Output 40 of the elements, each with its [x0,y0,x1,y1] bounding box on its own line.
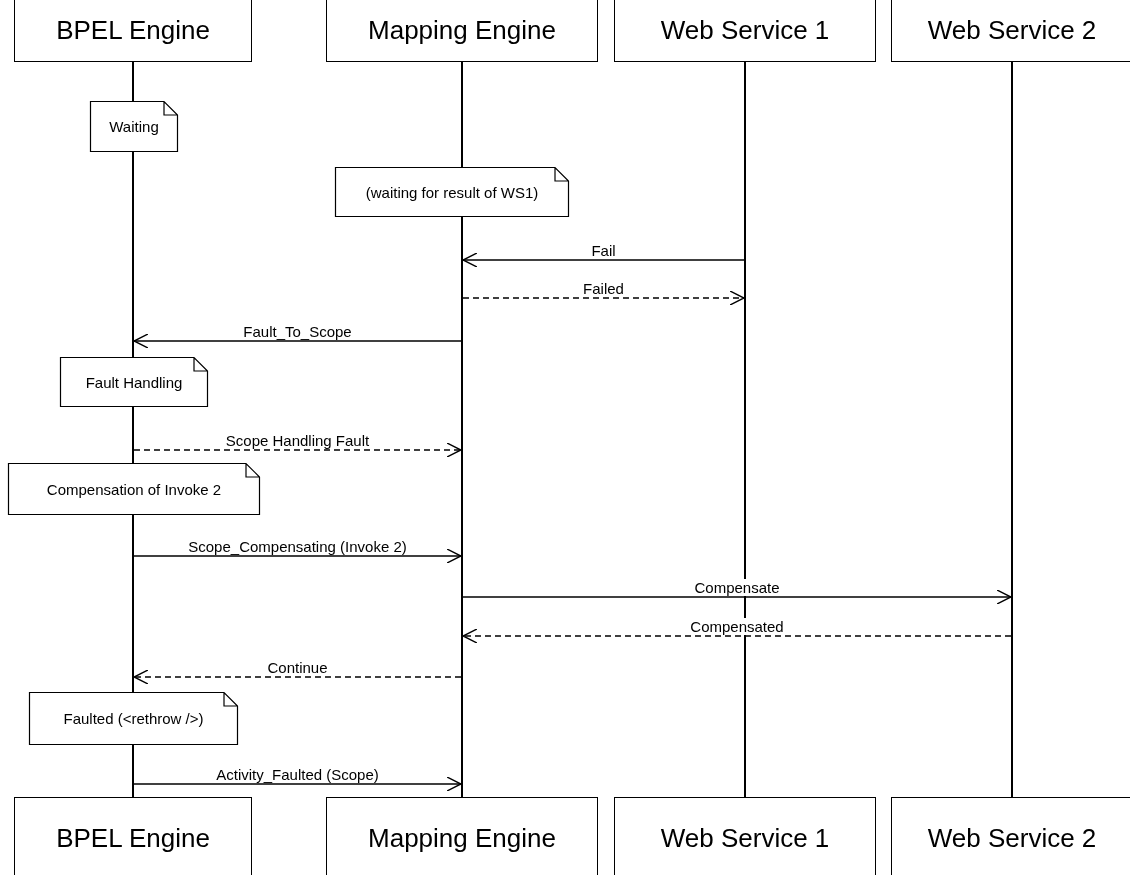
note: Fault Handling [60,357,208,407]
lifeline [132,745,134,797]
note: Compensation of Invoke 2 [8,463,260,515]
message-label: Fault_To_Scope [241,323,354,340]
lifeline [132,407,134,463]
message-label: Compensated [688,618,786,635]
message-label: Scope Handling Fault [223,432,372,449]
message-label: Continue [265,659,330,676]
lifeline [132,152,134,357]
lifeline-header: Mapping Engine [326,0,598,62]
message-arrow [133,442,462,458]
lifeline-header: Web Service 2 [891,0,1130,62]
lifeline [461,217,463,797]
lifeline-header: BPEL Engine [14,797,252,875]
lifeline [461,62,463,167]
lifeline [132,515,134,692]
message-arrow [462,290,745,306]
message-label: Failed [581,280,626,297]
message-label: Scope_Compensating (Invoke 2) [186,538,409,555]
message-arrow [133,669,462,685]
message-label: Fail [589,242,618,259]
message-arrow [133,776,462,792]
lifeline-header: BPEL Engine [14,0,252,62]
message-label: Activity_Faulted (Scope) [214,766,381,783]
message-arrow [462,589,1012,605]
message-arrow [462,628,1012,644]
lifeline-header: Web Service 1 [614,0,876,62]
note: (waiting for result of WS1) [335,167,569,217]
message-arrow [462,252,745,268]
message-label: Compensate [692,579,782,596]
note: Waiting [90,101,178,152]
message-arrow [133,548,462,564]
message-arrow [133,333,462,349]
lifeline-header: Web Service 2 [891,797,1130,875]
lifeline [132,62,134,101]
lifeline-header: Mapping Engine [326,797,598,875]
note: Faulted (<rethrow />) [29,692,238,745]
lifeline [1011,62,1013,797]
lifeline-header: Web Service 1 [614,797,876,875]
lifeline [744,62,746,797]
